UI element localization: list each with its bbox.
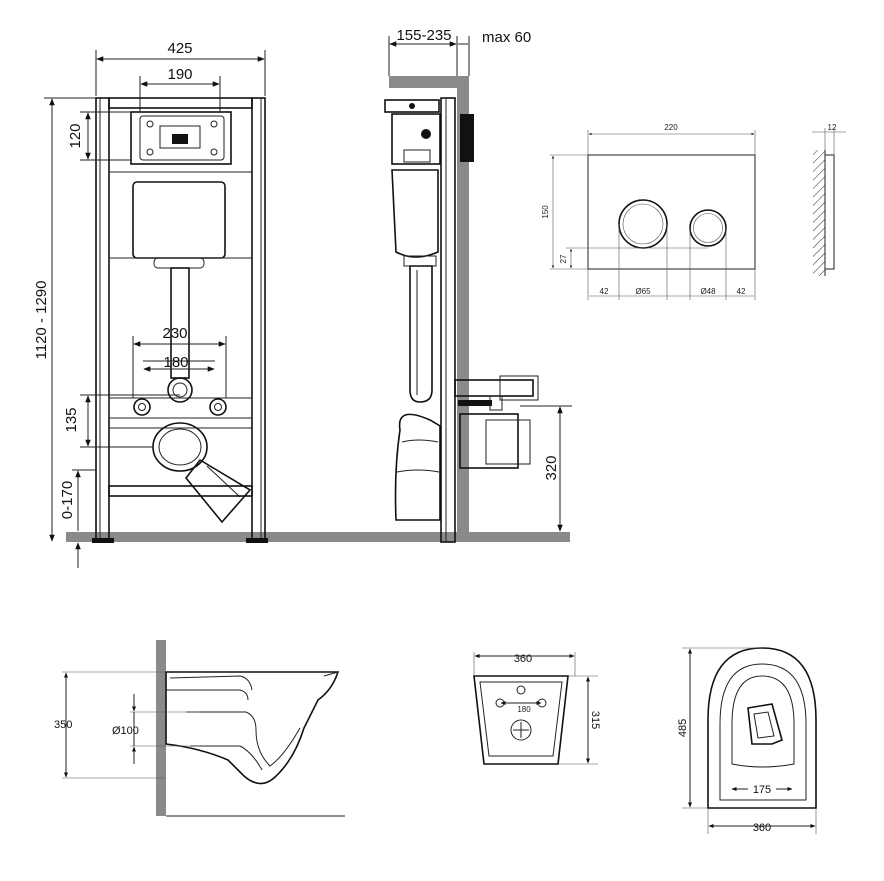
- dim-190-label: 190: [167, 66, 192, 83]
- dim-height-1120-1290: 1120 - 1290: [33, 97, 96, 542]
- dim-tank-190: 190: [139, 66, 221, 112]
- frame-side-view: 155-235 max 60 320: [384, 27, 572, 543]
- left-upright: [95, 97, 110, 543]
- big-button: [618, 199, 668, 249]
- dim-foot-0-170: 0-170: [59, 469, 96, 568]
- dim-tank-top-120: 120: [67, 111, 131, 161]
- drain-outlet: [152, 422, 208, 472]
- flush-plate: [587, 154, 756, 270]
- dim-max60-label: max 60: [482, 29, 531, 46]
- dim-155-235-label: 155-235: [396, 27, 451, 44]
- bowl-top-view: 175 485 360: [677, 647, 817, 834]
- plate-12-label: 12: [828, 123, 837, 132]
- top-rail: [108, 97, 253, 109]
- plate-150-label: 150: [541, 205, 550, 219]
- plate-220-label: 220: [664, 123, 678, 132]
- bowl-back-180-label: 180: [517, 705, 531, 714]
- dim-max-60: max 60: [458, 29, 531, 76]
- plate-d65-label: Ø65: [635, 287, 651, 296]
- dim-425-label: 425: [167, 40, 192, 57]
- plate-42-right-label: 42: [737, 287, 746, 296]
- mount-rail: [108, 397, 253, 419]
- dim-135-label: 135: [63, 407, 80, 432]
- bowl-back-360-label: 360: [514, 653, 532, 665]
- dim-120-label: 120: [67, 123, 84, 148]
- dim-width-425: 425: [95, 40, 266, 96]
- dim-depth-155-235: 155-235: [388, 27, 458, 76]
- bowl-back-view: 360 180 315: [473, 652, 601, 765]
- bowl-top-360-label: 360: [753, 822, 771, 834]
- plate-42-left-label: 42: [600, 287, 609, 296]
- bowl-top-175-label: 175: [753, 784, 771, 796]
- bowl-top-485-label: 485: [677, 719, 689, 737]
- plate-d48-label: Ø48: [700, 287, 716, 296]
- bowl-side-outline: [165, 671, 340, 785]
- bowl-back-315-label: 315: [589, 711, 601, 729]
- dim-1120-1290-label: 1120 - 1290: [33, 281, 50, 360]
- dim-mount-180: 180: [143, 354, 215, 372]
- flush-plate-side-view: 12: [812, 123, 846, 276]
- dim-0-170-label: 0-170: [59, 481, 76, 519]
- dim-drain-320: 320: [520, 405, 572, 532]
- dim-320-label: 320: [543, 455, 560, 480]
- floor: [66, 532, 570, 542]
- dim-180-label: 180: [163, 354, 188, 371]
- dim-mount-230: 230: [132, 325, 227, 398]
- bowl-d100-label: Ø100: [112, 725, 139, 737]
- bowl-side-view: 350 Ø100: [54, 640, 345, 817]
- plate-27-label: 27: [559, 254, 568, 263]
- dim-drain-135: 135: [63, 394, 180, 448]
- flush-plate-view: 220 150 27 42 Ø65 Ø48 42: [541, 123, 756, 300]
- wall: [389, 76, 469, 88]
- small-button: [689, 209, 727, 247]
- water-inlet: [167, 377, 193, 403]
- bowl-350-label: 350: [54, 719, 72, 731]
- dim-230-label: 230: [162, 325, 187, 342]
- flush-opening: [130, 111, 232, 165]
- bowl-top-outline: [707, 647, 817, 809]
- cistern: [132, 181, 226, 259]
- side-cistern: [391, 169, 439, 258]
- frame-front-view: 425 190 1120 - 1290 120 230 1: [33, 40, 570, 568]
- right-upright: [251, 97, 266, 543]
